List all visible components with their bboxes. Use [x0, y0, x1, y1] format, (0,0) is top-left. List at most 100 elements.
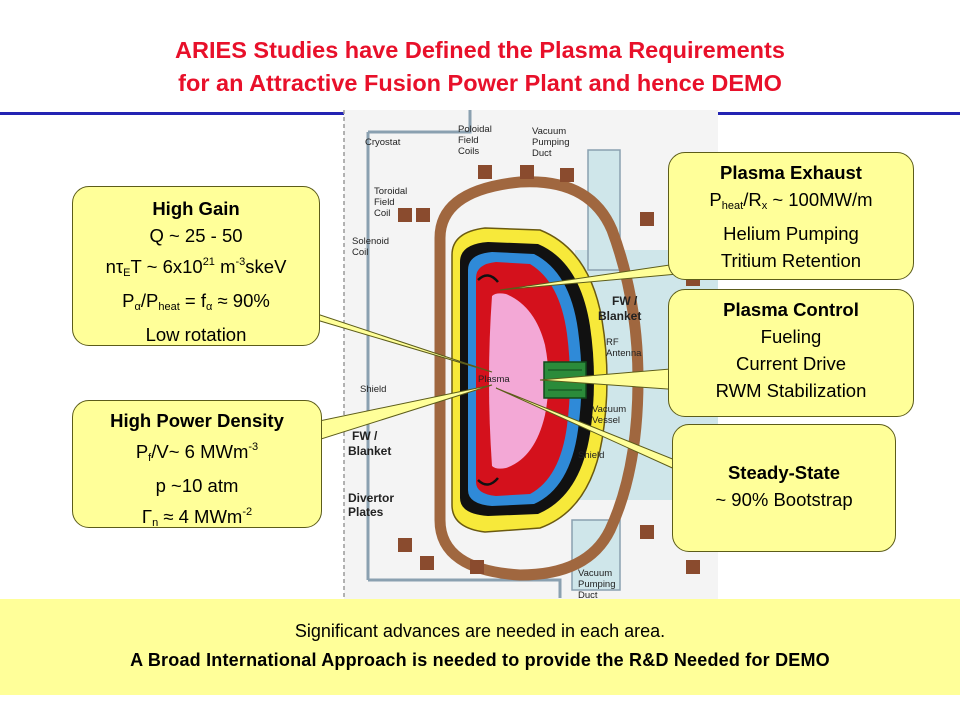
- pa-heat: heat: [158, 301, 180, 313]
- banner-line-1: Significant advances are needed in each …: [294, 621, 666, 641]
- callout-pointers: [289, 261, 702, 478]
- label-toroidal-2: Field: [374, 197, 395, 208]
- coil-block: [398, 538, 412, 552]
- label-fw-left-2: Blanket: [348, 444, 391, 458]
- ntau-mid: T ~ 6x10: [130, 256, 203, 277]
- banner-line-2: A Broad International Approach is needed…: [130, 650, 830, 670]
- plasma-exhaust-pheat: Pheat/Rx ~ 100MW/m: [669, 186, 913, 220]
- pf-p: P: [135, 441, 149, 462]
- high-power-gamma: Γn ≈ 4 MWm-2: [73, 499, 321, 537]
- label-poloidal-3: Coils: [458, 146, 479, 157]
- label-fw-right-2: Blanket: [598, 309, 641, 323]
- label-shield-right: Shield: [578, 450, 604, 461]
- high-gain-rotation: Low rotation: [145, 324, 247, 345]
- high-power-pressure: p ~10 atm: [155, 475, 239, 496]
- pa-mid: /P: [140, 290, 159, 311]
- coil-block: [420, 556, 434, 570]
- label-divertor-1: Divertor: [348, 491, 394, 505]
- label-plasma: Plasma: [478, 374, 510, 385]
- plasma-control-current: Current Drive: [736, 353, 846, 374]
- ntau-unit: m: [214, 256, 236, 277]
- ntau-sub: E: [123, 267, 131, 279]
- slide-title: ARIES Studies have Defined the Plasma Re…: [0, 34, 960, 100]
- label-poloidal-1: Poloidal: [458, 124, 492, 135]
- plasma-core: [489, 293, 549, 469]
- label-solenoid-2: Coil: [352, 247, 368, 258]
- coil-block: [640, 212, 654, 226]
- pa-falpha: α: [206, 301, 213, 313]
- label-fw-right-1: FW /: [612, 294, 638, 308]
- high-gain-ntau: nτET ~ 6x1021 m-3skeV: [73, 249, 319, 287]
- steady-state-bootstrap: ~ 90% Bootstrap: [715, 489, 853, 510]
- plasma-control-fueling: Fueling: [760, 326, 822, 347]
- divertor-plates: [477, 274, 499, 486]
- ntau-tau: τ: [115, 256, 124, 277]
- label-shield-left: Shield: [360, 384, 386, 395]
- coil-block: [520, 165, 534, 179]
- label-toroidal-3: Coil: [374, 208, 390, 219]
- high-power-box: High Power Density Pf/V~ 6 MWm-3 p ~10 a…: [72, 400, 322, 529]
- pa-p: P: [122, 290, 135, 311]
- plasma-exhaust-heading: Plasma Exhaust: [720, 162, 862, 183]
- plasma-control-box: Plasma Control Fueling Current Drive RWM…: [668, 289, 914, 417]
- cryostat-outline: [366, 110, 562, 598]
- label-rf-1: RF: [606, 337, 619, 348]
- pa-end: ≈ 90%: [212, 290, 270, 311]
- pf-mid: /V~ 6 MWm: [151, 441, 249, 462]
- title-line-2: for an Attractive Fusion Power Plant and…: [178, 70, 782, 96]
- bottom-banner: Significant advances are needed in each …: [0, 599, 960, 695]
- plasma-exhaust-tritium: Tritium Retention: [720, 250, 862, 271]
- gamma-sub: n: [152, 517, 159, 529]
- gamma-sup: -2: [242, 506, 253, 518]
- plasma-exhaust-helium: Helium Pumping: [723, 223, 859, 244]
- pf-sup: -3: [248, 441, 259, 453]
- label-divertor-2: Plates: [348, 505, 384, 519]
- label-cryostat: Cryostat: [365, 137, 401, 148]
- gamma-symbol: Γ: [141, 506, 153, 527]
- plasma-control-rwm: RWM Stabilization: [715, 380, 867, 401]
- label-vacuum-top-2: Pumping: [532, 137, 570, 148]
- steady-state-heading: Steady-State: [727, 462, 841, 483]
- ntau-n: n: [105, 256, 116, 277]
- pa-eq: = f: [179, 290, 206, 311]
- coil-block: [470, 560, 484, 574]
- label-vacuum-top-3: Duct: [532, 148, 552, 159]
- coil-block: [398, 208, 412, 222]
- label-vessel-1: Vacuum: [592, 404, 626, 415]
- high-gain-heading: High Gain: [152, 198, 240, 219]
- coil-block: [416, 208, 430, 222]
- pheat-mid: /R: [743, 189, 762, 210]
- label-rf-2: Antenna: [606, 348, 642, 359]
- high-gain-box: High Gain Q ~ 25 - 50 nτET ~ 6x1021 m-3s…: [72, 186, 320, 346]
- label-vessel-2: Vessel: [592, 415, 620, 426]
- ntau-sup1: 21: [202, 256, 215, 268]
- label-solenoid-1: Solenoid: [352, 236, 389, 247]
- divertor-bottom: [477, 477, 499, 486]
- label-vacuum-bottom-1: Vacuum: [578, 568, 612, 579]
- ntau-end: skeV: [245, 256, 287, 277]
- coil-block: [640, 525, 654, 539]
- high-power-heading: High Power Density: [110, 410, 284, 431]
- high-gain-palpha: Pα/Pheat = fα ≈ 90%: [73, 287, 319, 321]
- pa-alpha: α: [134, 301, 141, 313]
- label-vacuum-bottom-2: Pumping: [578, 579, 616, 590]
- steady-state-box: Steady-State ~ 90% Bootstrap: [672, 424, 896, 552]
- gamma-end: ≈ 4 MWm: [158, 506, 243, 527]
- label-toroidal-1: Toroidal: [374, 186, 407, 197]
- coil-block: [478, 165, 492, 179]
- pheat-p: P: [709, 189, 722, 210]
- coil-block: [560, 168, 574, 182]
- pheat-end: ~ 100MW/m: [767, 189, 873, 210]
- label-fw-left-1: FW /: [352, 429, 378, 443]
- plasma-exhaust-box: Plasma Exhaust Pheat/Rx ~ 100MW/m Helium…: [668, 152, 914, 280]
- title-line-1: ARIES Studies have Defined the Plasma Re…: [175, 37, 785, 63]
- rx-sub: x: [761, 200, 768, 212]
- ntau-sup2: -3: [235, 256, 246, 268]
- coil-block: [686, 560, 700, 574]
- label-poloidal-2: Field: [458, 135, 479, 146]
- plasma-control-heading: Plasma Control: [723, 299, 859, 320]
- high-gain-q: Q ~ 25 - 50: [149, 225, 243, 246]
- label-vacuum-bottom-3: Duct: [578, 590, 598, 601]
- divertor-top: [477, 274, 499, 283]
- pheat-sub: heat: [721, 200, 744, 212]
